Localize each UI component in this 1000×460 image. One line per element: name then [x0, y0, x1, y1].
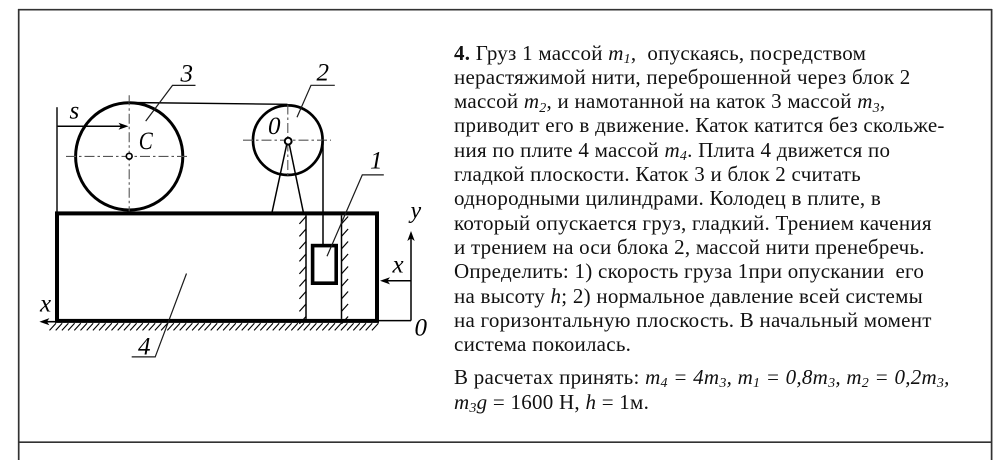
svg-text:x: x: [39, 291, 51, 318]
svg-text:3: 3: [180, 60, 194, 87]
svg-text:C: C: [139, 126, 154, 154]
svg-text:x: x: [392, 252, 404, 279]
svg-text:0: 0: [415, 315, 428, 342]
svg-text:2: 2: [317, 59, 330, 86]
svg-text:1: 1: [370, 148, 383, 175]
svg-text:y: y: [409, 198, 422, 224]
svg-text:s: s: [70, 97, 80, 124]
svg-text:4: 4: [138, 333, 151, 360]
svg-text:0: 0: [268, 113, 281, 140]
